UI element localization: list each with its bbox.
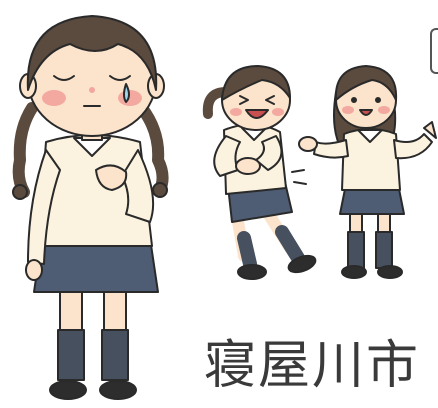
- crying-girl-icon: [12, 15, 169, 400]
- city-name-caption: 寝屋川市: [204, 336, 421, 396]
- corner-tab: [430, 28, 438, 74]
- laughing-girl-icon: [202, 65, 317, 280]
- talking-girl-icon: [298, 65, 437, 279]
